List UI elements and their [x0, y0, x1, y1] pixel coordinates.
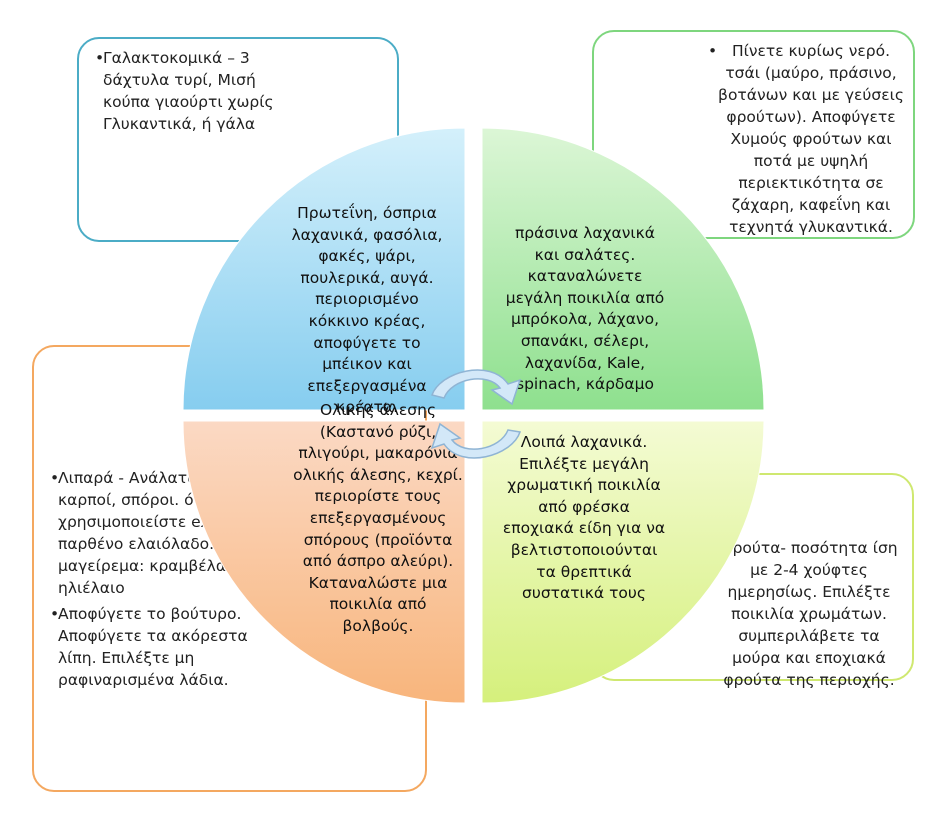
dairy-text: Γαλακτοκομικά – 3 δάχτυλα τυρί, Μισή κού… — [95, 47, 293, 135]
vegetables-quadrant — [481, 420, 765, 704]
drinks-text: Πίνετε κυρίως νερό. τσάι (μαύρο, πράσινο… — [708, 40, 906, 238]
greens-quadrant — [481, 127, 765, 411]
protein-quadrant — [182, 127, 466, 411]
drinks-box: Πίνετε κυρίως νερό. τσάι (μαύρο, πράσινο… — [592, 30, 915, 239]
greens-text: πράσινα λαχανικά και σαλάτες. καταναλώνε… — [505, 224, 665, 394]
protein-text: Πρωτεΐνη, όσπρια λαχανικά, φασόλια, φακέ… — [291, 204, 443, 417]
vegetables-text: Λοιπά λαχανικά. Επιλέξτε μεγάλη χρωματικ… — [502, 433, 666, 603]
grains-text: Ολικής άλεσης (Καστανό ρύζι, πλιγούρι, μ… — [293, 401, 463, 635]
dairy-box: Γαλακτοκομικά – 3 δάχτυλα τυρί, Μισή κού… — [77, 37, 399, 242]
grains-quadrant — [182, 420, 466, 704]
fats-item-1: Λιπαρά - Ανάλατοι καρποί, σπόροι. όταν χ… — [50, 467, 258, 599]
fats-item-2: Αποφύγετε το βούτυρο. Αποφύγετε τα ακόρε… — [50, 603, 258, 691]
fruits-text: Φρούτα- ποσότητα ίση με 2-4 χούφτες ημερ… — [720, 539, 898, 689]
